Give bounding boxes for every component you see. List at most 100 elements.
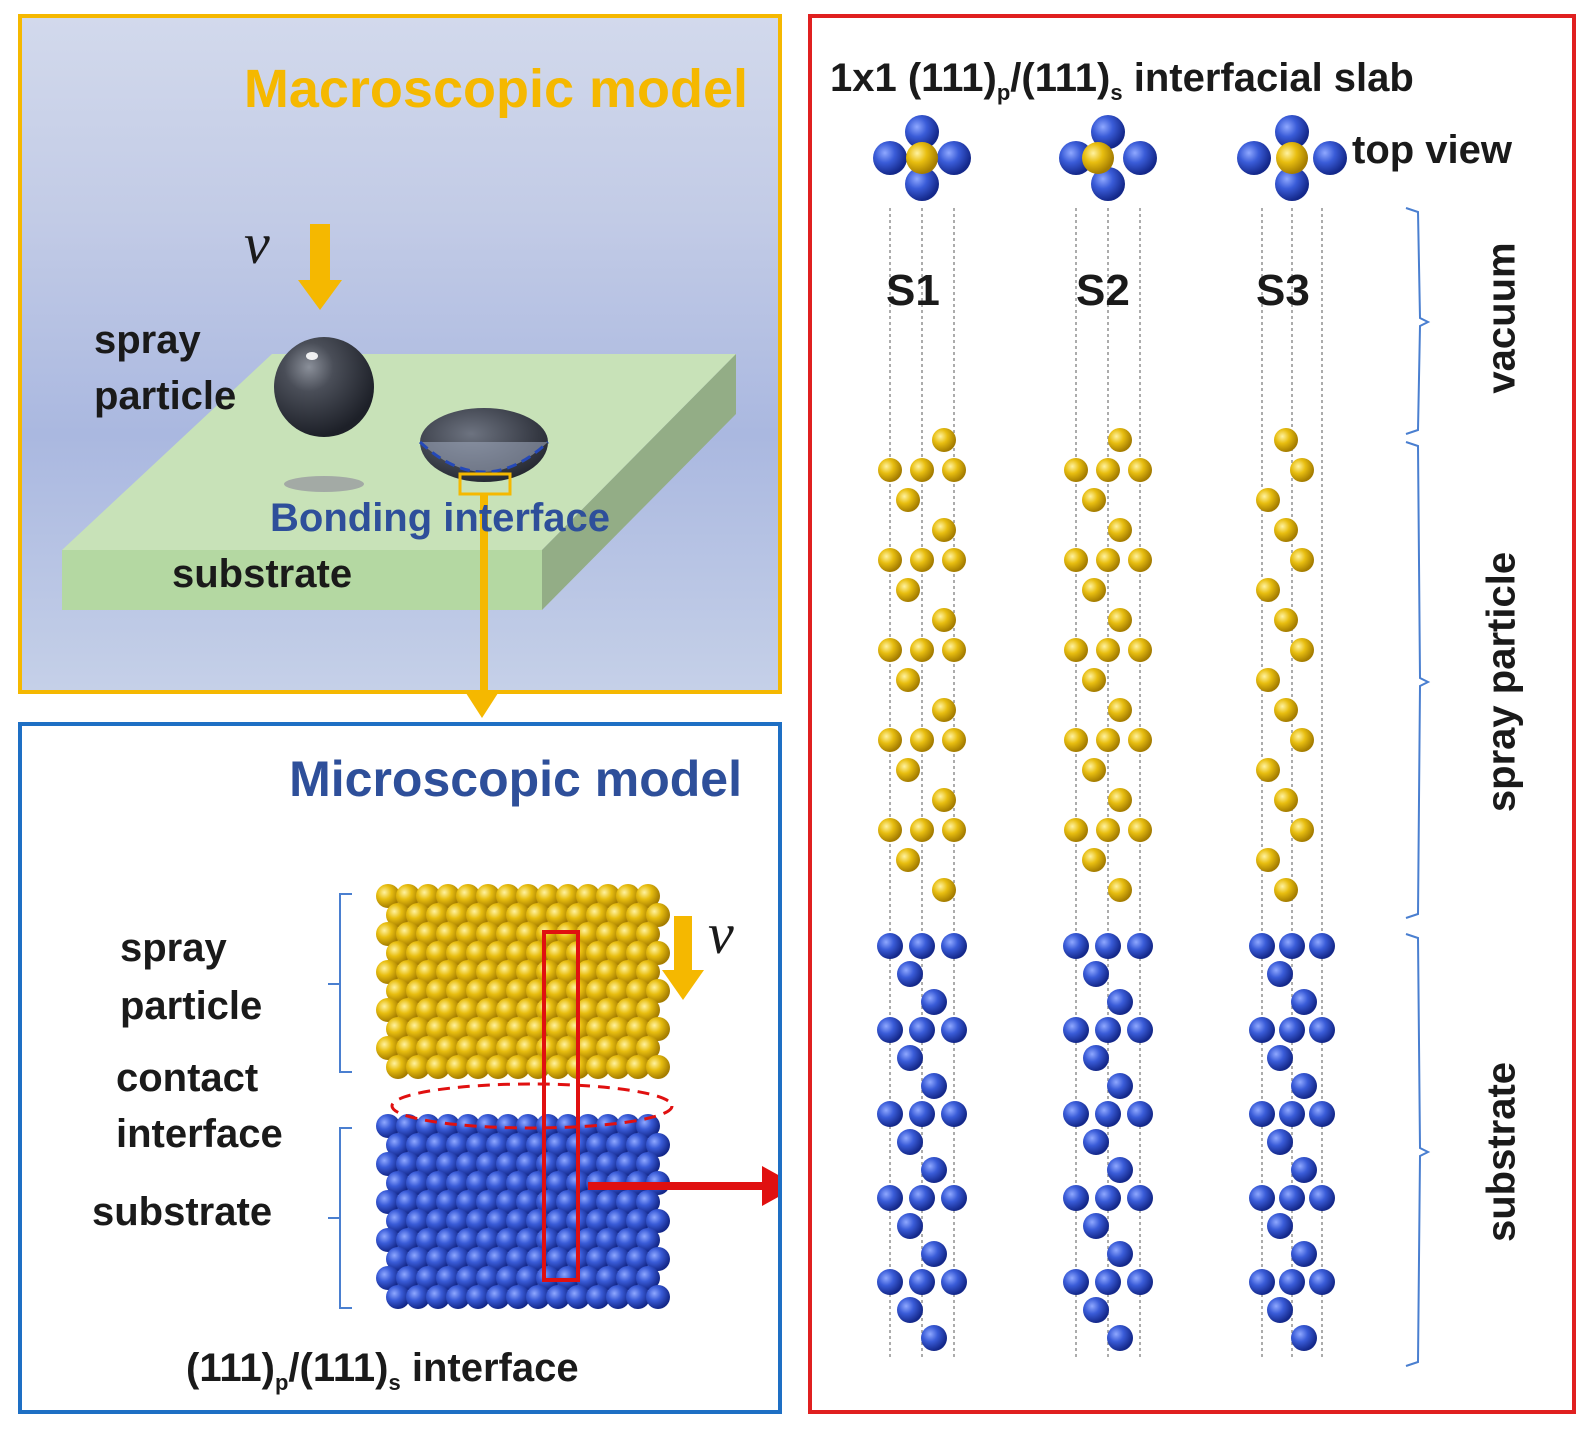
- gold-atom: [566, 903, 590, 927]
- gold-atom: [1082, 578, 1106, 602]
- blue-atom: [586, 1247, 610, 1271]
- blue-atom: [506, 1247, 530, 1271]
- gold-atom: [396, 922, 420, 946]
- gold-atom: [932, 698, 956, 722]
- gold-atom: [516, 884, 540, 908]
- gold-atom: [932, 878, 956, 902]
- gold-atom: [476, 998, 500, 1022]
- blue-atom: [496, 1228, 520, 1252]
- gold-atom: [476, 884, 500, 908]
- blue-atom: [446, 1209, 470, 1233]
- blue-atom: [1279, 1101, 1305, 1127]
- blue-atom: [636, 1152, 660, 1176]
- blue-atom: [596, 1114, 620, 1138]
- gold-atom: [1290, 638, 1314, 662]
- gold-atom: [596, 884, 620, 908]
- gold-atom: [586, 1017, 610, 1041]
- gold-atom: [466, 1055, 490, 1079]
- substrate-label: substrate: [172, 552, 353, 596]
- blue-atom: [546, 1247, 570, 1271]
- blue-atom: [1249, 1185, 1275, 1211]
- gold-atom: [1274, 518, 1298, 542]
- blue-atom: [456, 1266, 480, 1290]
- blue-atom: [606, 1247, 630, 1271]
- gold-atom: [436, 922, 460, 946]
- gold-atom: [556, 1036, 580, 1060]
- blue-atom: [1063, 1017, 1089, 1043]
- blue-atom: [636, 1190, 660, 1214]
- blue-atom: [897, 1213, 923, 1239]
- gold-atom: [466, 1017, 490, 1041]
- blue-atom: [1063, 1101, 1089, 1127]
- gold-atom: [486, 941, 510, 965]
- gold-atom: [878, 818, 902, 842]
- gold-atom: [546, 941, 570, 965]
- blue-atom: [646, 1209, 670, 1233]
- blue-atom: [877, 1269, 903, 1295]
- gold-atom: [416, 922, 440, 946]
- structure-label-s1: S1: [886, 266, 940, 315]
- blue-atom: [396, 1152, 420, 1176]
- gold-atom: [896, 848, 920, 872]
- gold-atom: [1290, 548, 1314, 572]
- blue-atom: [1267, 1045, 1293, 1071]
- blue-atom: [586, 1285, 610, 1309]
- blue-atom: [516, 1266, 540, 1290]
- blue-atom: [576, 1266, 600, 1290]
- gold-atom: [546, 1017, 570, 1041]
- blue-atom: [466, 1171, 490, 1195]
- gold-atom: [896, 758, 920, 782]
- blue-atom: [496, 1114, 520, 1138]
- gold-atom: [616, 960, 640, 984]
- blue-atom: [436, 1114, 460, 1138]
- blue-atom: [1083, 1129, 1109, 1155]
- gold-atom: [496, 922, 520, 946]
- blue-atom: [386, 1133, 410, 1157]
- blue-atom: [606, 1285, 630, 1309]
- gold-atom: [606, 979, 630, 1003]
- gold-atom: [516, 960, 540, 984]
- gold-atom: [486, 1017, 510, 1041]
- blue-atom: [921, 1325, 947, 1351]
- region-label-vacuum: vacuum: [1479, 242, 1524, 394]
- blue-atom: [1107, 1157, 1133, 1183]
- blue-atom: [616, 1266, 640, 1290]
- gold-atom: [646, 1017, 670, 1041]
- gold-atom: [1096, 638, 1120, 662]
- blue-atom: [616, 1152, 640, 1176]
- blue-atom: [426, 1285, 450, 1309]
- blue-atom: [941, 1269, 967, 1295]
- blue-atom: [1095, 1185, 1121, 1211]
- gold-atom: [486, 1055, 510, 1079]
- gold-atom: [456, 960, 480, 984]
- blue-atom: [646, 1133, 670, 1157]
- red-arrow-head: [762, 1166, 778, 1206]
- blue-atom: [1107, 989, 1133, 1015]
- structure-label-s2: S2: [1076, 266, 1130, 315]
- gold-atom: [626, 1017, 650, 1041]
- gold-atom: [476, 922, 500, 946]
- slab-structures: [873, 115, 1431, 1367]
- blue-atom: [406, 1171, 430, 1195]
- gold-atom: [436, 1036, 460, 1060]
- gold-atom: [576, 1036, 600, 1060]
- gold-atom: [526, 903, 550, 927]
- contact-interface-ellipse: [390, 1082, 674, 1130]
- gold-atom: [576, 922, 600, 946]
- gold-atom: [456, 922, 480, 946]
- substrate-side-face: [542, 354, 736, 610]
- gold-atom: [878, 458, 902, 482]
- gold-atom: [1128, 458, 1152, 482]
- gold-atom: [506, 1017, 530, 1041]
- gold-atom: [396, 998, 420, 1022]
- blue-atom: [1267, 1129, 1293, 1155]
- gold-atom: [506, 941, 530, 965]
- blue-atom: [1083, 961, 1109, 987]
- gold-atom: [426, 1055, 450, 1079]
- gold-atom: [386, 979, 410, 1003]
- blue-atom: [576, 1152, 600, 1176]
- gold-atom: [896, 668, 920, 692]
- blue-atom: [626, 1285, 650, 1309]
- gold-atom: [1064, 458, 1088, 482]
- gold-atom: [636, 884, 660, 908]
